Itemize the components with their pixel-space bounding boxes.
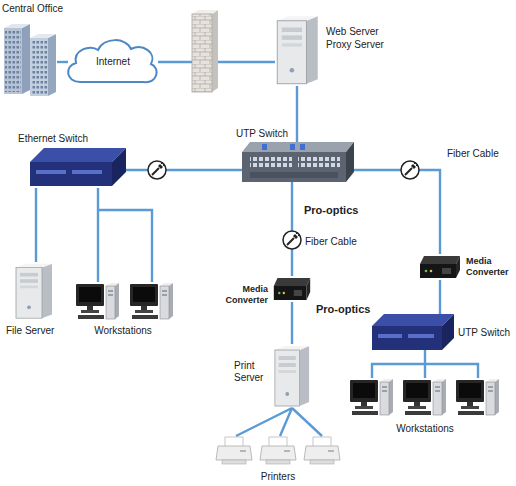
node-label: Web Server <box>326 26 379 38</box>
cable-label: Fiber Cable <box>446 148 500 160</box>
node-label: Workstations <box>80 325 166 337</box>
utp-switch-icon <box>242 142 354 182</box>
ethernet-switch-icon <box>30 148 126 186</box>
network-cable <box>126 169 242 171</box>
workstations: Workstations <box>70 282 176 322</box>
network-cable <box>291 302 293 344</box>
central-office: Central Office <box>2 18 57 96</box>
printer-icon <box>260 437 296 464</box>
network-cable <box>372 350 478 378</box>
node-label: Print Server <box>234 360 270 384</box>
node-label: Internet <box>68 56 158 68</box>
print-server: Print Server <box>273 344 311 408</box>
network-cable <box>439 280 441 314</box>
print-server-icon <box>275 346 309 406</box>
fiber-symbol <box>283 231 301 249</box>
network-cable <box>236 408 322 436</box>
node-label: File Server <box>6 325 54 337</box>
file-server-icon <box>16 264 52 318</box>
ethernet-switch: Ethernet Switch <box>30 148 126 188</box>
network-cable <box>354 170 440 254</box>
node-label: UTP Switch <box>458 327 510 339</box>
media-converter-icon <box>420 256 460 278</box>
workstation-icon <box>350 379 393 415</box>
utp-switch-icon <box>372 314 454 350</box>
printer-icon <box>304 437 340 464</box>
web-server-icon <box>277 16 318 84</box>
brand-label: Pro-optics <box>316 303 370 316</box>
media-converter: Media Converter <box>272 276 312 302</box>
node-label: Central Office <box>2 3 63 15</box>
node-label: Ethernet Switch <box>18 133 88 145</box>
brand-label: Pro-optics <box>304 204 358 217</box>
fiber-symbol <box>401 161 419 179</box>
network-cable <box>98 188 152 282</box>
file-server: File Server <box>14 262 54 320</box>
utp-switch: UTP Switch <box>372 314 454 350</box>
workstation-icon <box>130 283 173 319</box>
node-label: Media Converter <box>218 284 268 306</box>
printers: Printers <box>212 436 344 466</box>
media-converter-icon <box>274 278 310 300</box>
node-label: UTP Switch <box>236 128 288 140</box>
network-cable <box>35 188 37 262</box>
workstations: Workstations <box>350 378 500 418</box>
web-proxy-server: Web ServerProxy Server <box>275 14 320 86</box>
node-label: Media Converter <box>466 256 512 278</box>
node-label: Proxy Server <box>326 39 384 51</box>
network-cable <box>291 182 293 276</box>
workstation-icon <box>456 379 499 415</box>
internet-cloud: Internet <box>68 40 158 84</box>
firewall <box>192 10 218 92</box>
workstation-icon <box>76 283 119 319</box>
workstation-icon <box>403 379 446 415</box>
network-cable <box>296 86 298 142</box>
fiber-symbol <box>148 161 166 179</box>
printer-icon <box>216 437 252 464</box>
node-label: Workstations <box>385 423 465 435</box>
media-converter: Media Converter <box>418 254 462 280</box>
utp-switch: UTP Switch <box>242 142 354 182</box>
central-office-buildings <box>4 24 56 96</box>
cable-label: Fiber Cable <box>304 236 358 248</box>
node-label: Printers <box>238 471 318 483</box>
network-cable <box>57 61 68 63</box>
